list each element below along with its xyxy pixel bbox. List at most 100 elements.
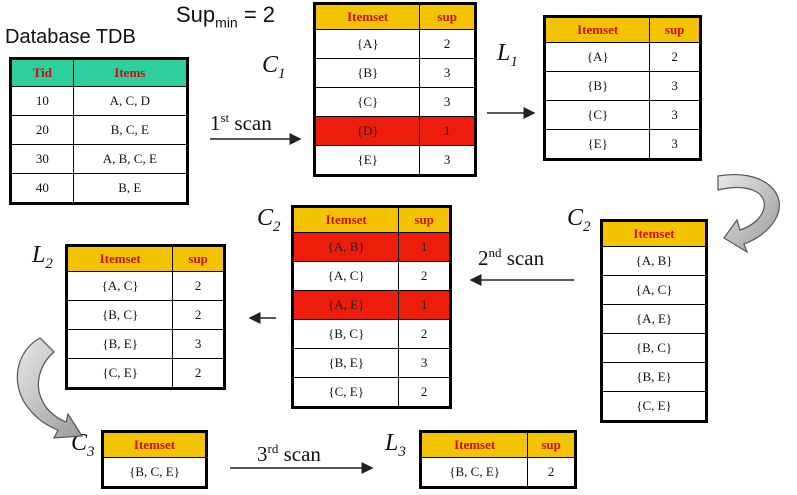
table-row: {B}3: [314, 58, 475, 88]
l2-label: L2: [32, 242, 53, 272]
column-header: Itemset: [292, 207, 400, 233]
cell-support: 1: [398, 290, 450, 320]
table-row: {B, E}3: [292, 348, 450, 378]
cell-itemset: {A, E}: [602, 304, 706, 334]
table-row: {B, C, E}: [103, 457, 206, 487]
c2-candidates-table: Itemset{A, B}{A, C}{A, E}{B, C}{B, E}{C,…: [600, 219, 708, 423]
cell-support: 2: [398, 319, 450, 349]
column-header: Items: [72, 59, 188, 87]
c2-counted-label: C2: [257, 205, 281, 235]
cell-itemset: {D}: [314, 116, 421, 146]
cell-itemset: {B, C, E}: [103, 457, 206, 487]
cell-itemset: {C, E}: [292, 377, 400, 407]
cell-itemset: {C, E}: [602, 391, 706, 421]
cell-itemset: {B, E}: [292, 348, 400, 378]
cell-support: 2: [172, 358, 224, 388]
cell-support: 3: [649, 71, 700, 101]
curved-arrow-left: [16, 337, 84, 439]
cell-itemset: {B, C}: [66, 300, 174, 330]
table-row: {B, C, E}2: [420, 457, 575, 487]
cell-itemset: {E}: [314, 145, 421, 175]
cell-support: B, E: [72, 173, 188, 203]
table-row: {B, C}2: [292, 319, 450, 349]
cell-itemset: {C}: [314, 87, 421, 117]
cell-itemset: {A, C}: [292, 261, 400, 291]
second-scan-label: 2nd scan: [478, 245, 545, 270]
table-row: {C, E}2: [292, 377, 450, 407]
l3-label: L3: [385, 430, 406, 460]
cell-support: 3: [649, 129, 700, 159]
table-row: {A, E}: [602, 304, 706, 334]
table-row-pruned: {A, E}1: [292, 290, 450, 320]
table-row: {C}3: [544, 100, 700, 130]
column-header: Itemset: [314, 4, 421, 30]
table-row: {B}3: [544, 71, 700, 101]
c1-label: C1: [262, 52, 286, 82]
cell-support: 2: [172, 271, 224, 301]
table-row: {B, C}: [602, 333, 706, 363]
table-row: {A, C}2: [292, 261, 450, 291]
table-row: {E}3: [314, 145, 475, 175]
cell-itemset: 40: [11, 173, 74, 203]
header-row: Itemset: [103, 432, 206, 458]
cell-itemset: {C, E}: [66, 358, 174, 388]
database-title: Database TDB: [5, 26, 136, 48]
table-row: {E}3: [544, 129, 700, 159]
cell-support: 2: [172, 300, 224, 330]
first-scan-label: 1st scan: [210, 110, 272, 135]
table-row: {A, C}2: [66, 271, 224, 301]
cell-itemset: {A, E}: [292, 290, 400, 320]
column-header: sup: [172, 246, 224, 272]
column-header: sup: [527, 432, 575, 458]
l1-label: L1: [497, 40, 518, 70]
cell-support: 1: [419, 116, 475, 146]
cell-itemset: {B, C}: [602, 333, 706, 363]
curved-arrow-right: [717, 174, 780, 254]
cell-itemset: {B}: [314, 58, 421, 88]
cell-itemset: {B, C, E}: [420, 457, 529, 487]
cell-support: 3: [649, 100, 700, 130]
table-row: {B, C}2: [66, 300, 224, 330]
cell-itemset: {A, B}: [292, 232, 400, 262]
table-row-pruned: {A, B}1: [292, 232, 450, 262]
cell-itemset: {E}: [544, 129, 651, 159]
cell-itemset: 10: [11, 86, 74, 116]
cell-itemset: {C}: [544, 100, 651, 130]
cell-support: 2: [527, 457, 575, 487]
cell-itemset: 20: [11, 115, 74, 145]
table-row-pruned: {D}1: [314, 116, 475, 146]
cell-support: 3: [419, 145, 475, 175]
cell-support: 2: [398, 261, 450, 291]
table-row: {C, E}: [602, 391, 706, 421]
cell-support: 1: [398, 232, 450, 262]
cell-itemset: {A, B}: [602, 246, 706, 276]
third-scan-label: 3rd scan: [257, 441, 321, 466]
table-row: {A, B}: [602, 246, 706, 276]
c3-table: Itemset{B, C, E}: [101, 430, 208, 489]
c2-candidates-label: C2: [567, 205, 591, 235]
cell-itemset: {A}: [544, 42, 651, 72]
cell-support: 2: [398, 377, 450, 407]
column-header: sup: [398, 207, 450, 233]
column-header: Itemset: [420, 432, 529, 458]
